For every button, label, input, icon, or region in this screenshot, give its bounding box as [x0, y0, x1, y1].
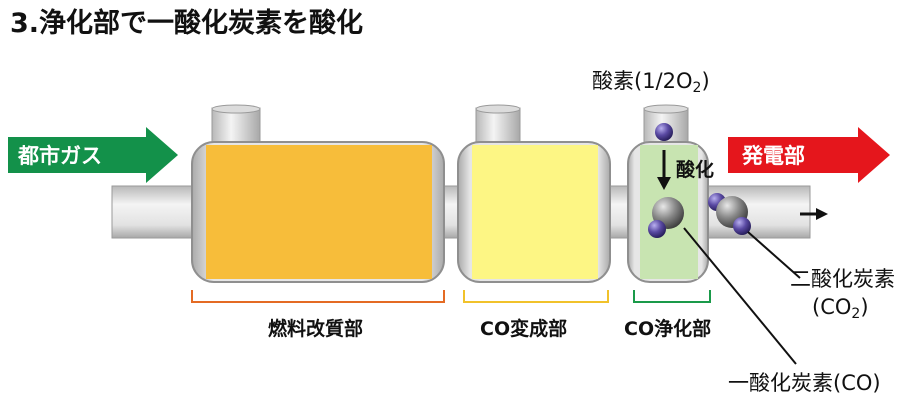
shift-inlet-rim: [475, 104, 521, 114]
co2-molecule: [708, 193, 751, 235]
power-unit-arrow: 発電部: [728, 127, 890, 183]
co2-leader-line: [747, 231, 801, 279]
reformer-core: [206, 145, 432, 279]
co-leader-line: [683, 227, 797, 365]
oxidation-label: 酸化: [676, 158, 714, 181]
co-shift-core: [472, 145, 598, 279]
oxidation-arrow: [657, 150, 671, 190]
purify-inlet-rim: [643, 104, 689, 114]
co-purify-label: CO浄化部: [624, 317, 711, 340]
co-label: 一酸化炭素(CO): [728, 371, 881, 395]
reformer-label: 燃料改質部: [268, 317, 363, 340]
co-purify-bracket: [633, 290, 711, 303]
power-unit-label: 発電部: [741, 144, 805, 168]
outlet-arrow: [800, 208, 828, 220]
oxygen-label: 酸素(1/2O2): [592, 69, 710, 96]
city-gas-arrow: 都市ガス: [8, 127, 178, 183]
oxygen-atom: [655, 123, 673, 141]
reformer-bracket: [191, 290, 445, 303]
reformer-inlet-rim: [211, 104, 261, 114]
page-title: 3.浄化部で一酸化炭素を酸化: [10, 7, 363, 39]
co-shift-bracket: [463, 290, 609, 303]
co2-label-line2: (CO2): [812, 295, 869, 322]
co-shift-label: CO変成部: [480, 317, 567, 340]
city-gas-label: 都市ガス: [17, 144, 102, 168]
co2-label-line1: 二酸化炭素: [790, 267, 895, 291]
co-molecule: [648, 197, 684, 238]
